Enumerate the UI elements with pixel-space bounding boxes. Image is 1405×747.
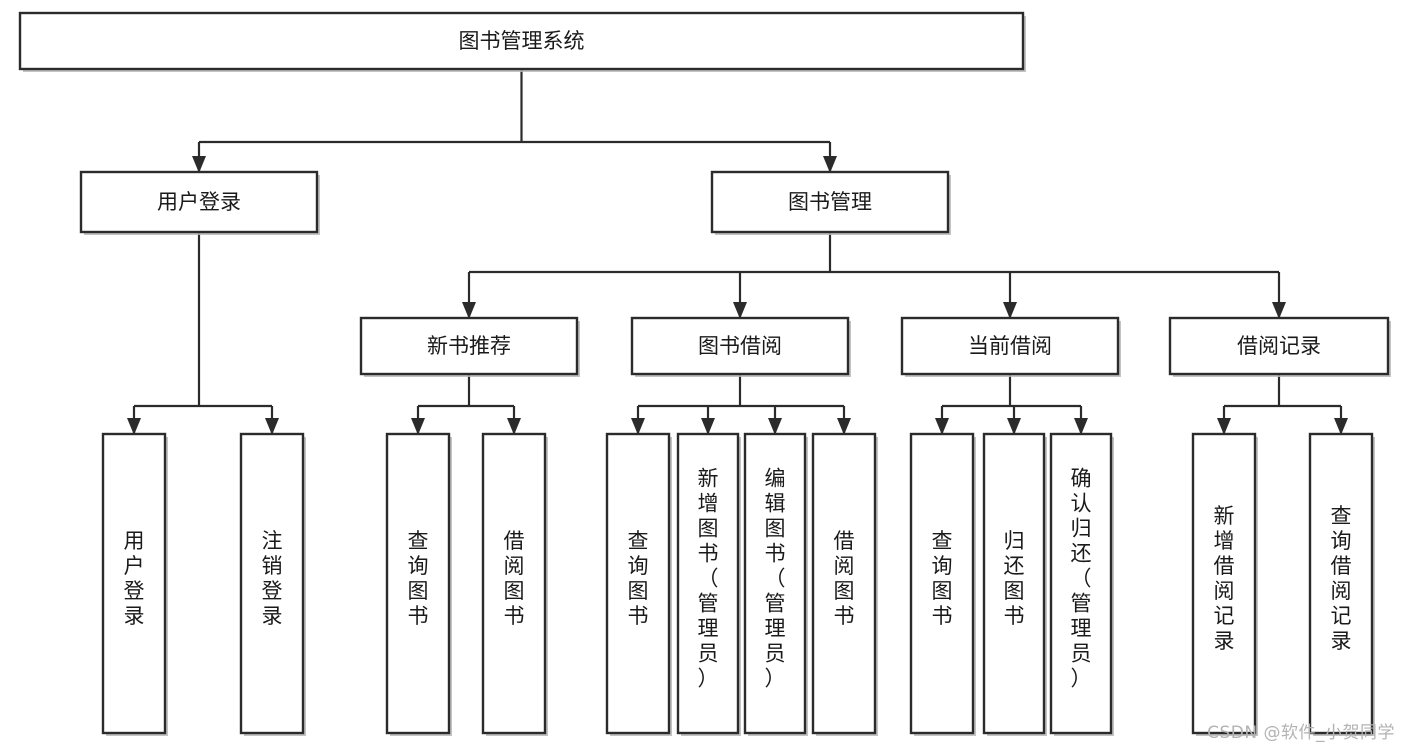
arrow-head <box>411 418 425 435</box>
node-rect[interactable] <box>1168 316 1390 376</box>
node-label: 新书推荐 <box>427 334 511 358</box>
csdn-watermark: CSDN @软件_小贺同学 <box>1207 723 1395 743</box>
arrow-head <box>1272 302 1286 319</box>
arrow-head <box>1074 418 1088 435</box>
arrow-head <box>768 418 782 435</box>
arrow-head <box>265 418 279 435</box>
arrow-head <box>1334 418 1348 435</box>
node-leaf-add-record[interactable]: 新增借阅记录 <box>1191 432 1258 736</box>
node-leaf-return-book[interactable]: 归还图书 <box>982 432 1047 736</box>
arrow-head <box>733 302 747 319</box>
node-rect[interactable] <box>1049 432 1113 735</box>
node-label: 查询图书 <box>408 529 429 628</box>
node-book-borrow[interactable]: 图书借阅 <box>630 316 851 377</box>
connector-edge-bookborrow-to-leaves <box>631 374 851 435</box>
node-label: 借阅图书 <box>504 529 525 628</box>
node-label: 查询图书 <box>932 529 953 628</box>
arrow-head <box>192 156 206 173</box>
arrow-head <box>1007 418 1021 435</box>
node-rect[interactable] <box>605 432 671 735</box>
arrow-head <box>507 418 521 435</box>
node-label: 新增借阅记录 <box>1214 504 1235 653</box>
node-label: 注销登录 <box>262 529 283 628</box>
connector-layer <box>127 69 1348 435</box>
node-rect[interactable] <box>239 432 305 735</box>
node-rect[interactable] <box>385 432 451 735</box>
node-rect[interactable] <box>481 432 547 735</box>
node-label: 用户登录 <box>157 190 241 214</box>
node-leaf-query-book-3[interactable]: 查询图书 <box>909 432 976 736</box>
node-leaf-confirm-return[interactable]: 确认归还（管理员） <box>1049 432 1114 736</box>
node-label: 图书管理系统 <box>459 29 585 53</box>
node-leaf-edit-book[interactable]: 编辑图书（管理员） <box>743 432 808 736</box>
node-rect[interactable] <box>900 316 1120 376</box>
node-label: 借阅图书 <box>834 529 855 628</box>
connector-edge-userlogin-to-leaves <box>127 232 279 435</box>
arrow-head <box>127 418 141 435</box>
node-leaf-borrow-book-2[interactable]: 借阅图书 <box>811 432 878 736</box>
node-root[interactable]: 图书管理系统 <box>18 11 1026 72</box>
node-new-book-recommend[interactable]: 新书推荐 <box>359 316 580 377</box>
node-rect[interactable] <box>79 170 319 234</box>
node-rect[interactable] <box>1191 432 1257 735</box>
arrow-head <box>837 418 851 435</box>
node-leaf-query-record[interactable]: 查询借阅记录 <box>1308 432 1375 736</box>
node-rect[interactable] <box>1308 432 1374 735</box>
node-label: 图书管理 <box>788 190 872 214</box>
node-label: 归还图书 <box>1004 529 1025 628</box>
node-rect[interactable] <box>710 170 950 234</box>
arrow-head <box>1003 302 1017 319</box>
arrow-head <box>1217 418 1231 435</box>
node-rect[interactable] <box>630 316 850 376</box>
connector-edge-records-to-leaves <box>1217 374 1348 435</box>
node-leaf-query-book-1[interactable]: 查询图书 <box>385 432 452 736</box>
arrow-head <box>462 302 476 319</box>
node-layer: 图书管理系统用户登录图书管理新书推荐图书借阅当前借阅借阅记录用户登录注销登录查询… <box>18 11 1391 736</box>
connector-edge-bookmanage-to-level3 <box>462 232 1286 319</box>
node-label: 新增图书（管理员） <box>698 467 719 691</box>
node-label: 借阅记录 <box>1237 334 1321 358</box>
node-rect[interactable] <box>101 432 167 735</box>
node-book-manage[interactable]: 图书管理 <box>710 170 951 235</box>
node-leaf-add-book[interactable]: 新增图书（管理员） <box>676 432 741 736</box>
arrow-head <box>823 156 837 173</box>
node-leaf-user-login[interactable]: 用户登录 <box>101 432 168 736</box>
node-label: 查询图书 <box>628 529 649 628</box>
node-rect[interactable] <box>811 432 877 735</box>
node-label: 图书借阅 <box>698 334 782 358</box>
node-rect[interactable] <box>909 432 975 735</box>
arrow-head <box>631 418 645 435</box>
node-rect[interactable] <box>676 432 740 735</box>
connector-edge-currentborrow-to-leaves <box>935 374 1088 435</box>
node-label: 确认归还（管理员） <box>1071 467 1092 691</box>
node-leaf-logout[interactable]: 注销登录 <box>239 432 306 736</box>
node-leaf-query-book-2[interactable]: 查询图书 <box>605 432 672 736</box>
node-rect[interactable] <box>18 11 1025 71</box>
node-rect[interactable] <box>743 432 807 735</box>
node-label: 当前借阅 <box>968 334 1052 358</box>
node-user-login[interactable]: 用户登录 <box>79 170 320 235</box>
arrow-head <box>701 418 715 435</box>
node-label: 查询借阅记录 <box>1331 504 1352 653</box>
node-leaf-borrow-book-1[interactable]: 借阅图书 <box>481 432 548 736</box>
node-borrow-records[interactable]: 借阅记录 <box>1168 316 1391 377</box>
arrow-head <box>935 418 949 435</box>
node-current-borrow[interactable]: 当前借阅 <box>900 316 1121 377</box>
node-label: 用户登录 <box>124 529 145 628</box>
connector-edge-root-to-level2 <box>192 69 837 173</box>
node-rect[interactable] <box>359 316 579 376</box>
node-label: 编辑图书（管理员） <box>765 467 786 691</box>
node-rect[interactable] <box>982 432 1046 735</box>
connector-edge-newbook-to-leaves <box>411 374 521 435</box>
